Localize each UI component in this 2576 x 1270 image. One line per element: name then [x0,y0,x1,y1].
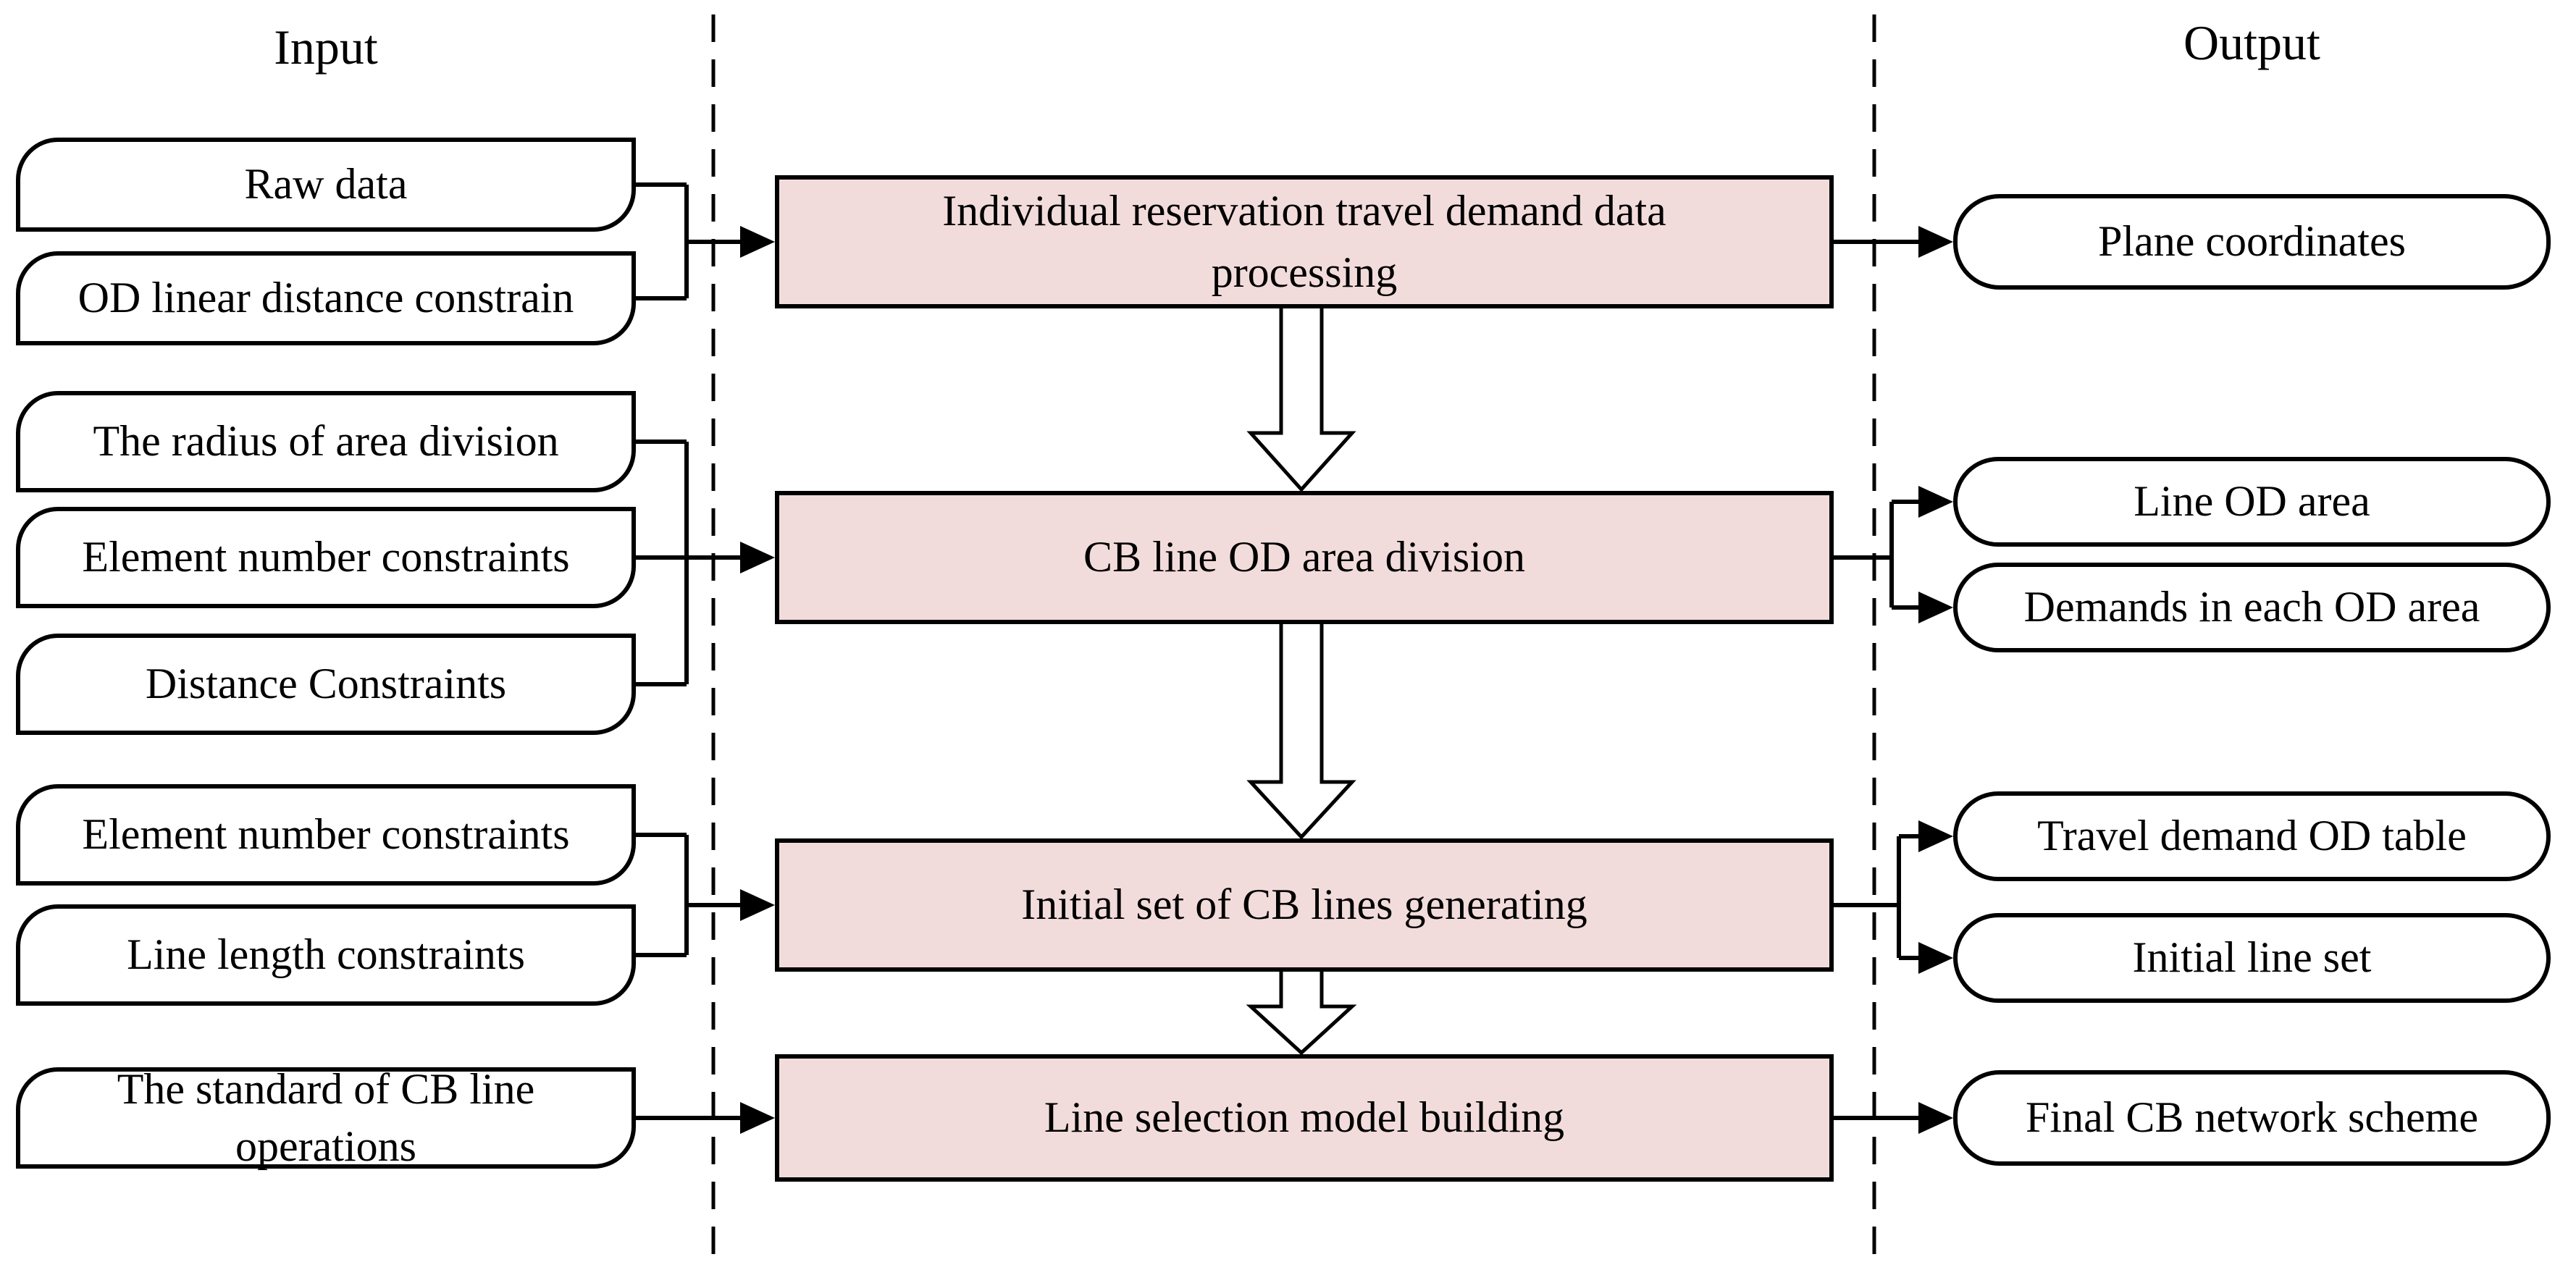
input-box-radius-of-area-division: The radius of area division [16,391,636,492]
arrowhead-into-output-6 [1918,1102,1953,1134]
arrowhead-into-process-1 [740,226,775,258]
process-box-label: Individual reservation travel demand dat… [942,186,1666,296]
process-box-initial-line-set-generating: Initial set of CB lines generating [775,838,1834,972]
output-connector-group-3 [1834,834,1921,960]
output-box-plane-coordinates: Plane coordinates [1953,194,2551,290]
process-box-label: CB line OD area division [1083,533,1525,581]
output-box-line-od-area: Line OD area [1953,457,2551,547]
output-connector-group-2 [1834,500,1921,610]
output-box-label: Plane coordinates [2098,217,2406,266]
output-box-label: Demands in each OD area [2023,583,2480,631]
input-box-od-linear-distance-constrain: OD linear distance constrain [16,251,636,345]
input-box-label: Element number constraints [82,810,570,859]
input-box-line-length-constraints: Line length constraints [16,904,636,1006]
flow-down-arrow-1 [1246,307,1356,492]
output-box-label: Initial line set [2132,933,2372,982]
input-box-element-number-constraints-1: Element number constraints [16,507,636,608]
arrowhead-into-output-1 [1918,226,1953,258]
input-box-raw-data: Raw data [16,138,636,232]
input-box-label: Element number constraints [82,533,570,581]
input-column-title: Input [274,20,378,75]
arrowhead-into-output-2 [1918,486,1953,518]
input-box-label: Line length constraints [127,930,525,979]
arrowhead-into-process-4 [740,1102,775,1134]
flow-down-arrow-3 [1246,970,1357,1056]
input-box-label: The standard of CB line operations [117,1064,535,1170]
output-box-initial-line-set: Initial line set [1953,913,2551,1003]
output-box-final-cb-network-scheme: Final CB network scheme [1953,1070,2551,1166]
process-box-label: Line selection model building [1044,1093,1565,1142]
input-box-label: Raw data [244,160,408,209]
input-box-label: The radius of area division [93,417,559,466]
output-box-demands-in-each-od-area: Demands in each OD area [1953,563,2551,652]
process-box-line-selection-model-building: Line selection model building [775,1054,1834,1182]
output-box-travel-demand-od-table: Travel demand OD table [1953,791,2551,881]
output-column-title: Output [2183,15,2320,70]
input-connector-group-2 [636,440,743,686]
output-box-label: Final CB network scheme [2026,1093,2478,1142]
arrowhead-into-process-3 [740,889,775,921]
arrowhead-into-output-5 [1918,942,1953,974]
input-box-label: Distance Constraints [145,660,507,708]
input-box-standard-of-cb-line-operations: The standard of CB line operations [16,1065,636,1170]
input-box-label: OD linear distance constrain [77,274,574,322]
input-connector-group-1 [636,182,743,300]
input-box-element-number-constraints-2: Element number constraints [16,784,636,886]
input-connector-group-3 [636,833,743,957]
arrowhead-into-process-2 [740,542,775,573]
input-box-distance-constraints: Distance Constraints [16,634,636,735]
output-box-label: Travel demand OD table [2037,812,2467,860]
flow-down-arrow-2 [1246,622,1356,840]
output-box-label: Line OD area [2134,477,2370,526]
arrowhead-into-output-4 [1918,820,1953,852]
process-box-demand-data-processing: Individual reservation travel demand dat… [775,175,1834,308]
process-box-od-area-division: CB line OD area division [775,491,1834,624]
arrowhead-into-output-3 [1918,592,1953,623]
process-box-label: Initial set of CB lines generating [1021,880,1587,929]
